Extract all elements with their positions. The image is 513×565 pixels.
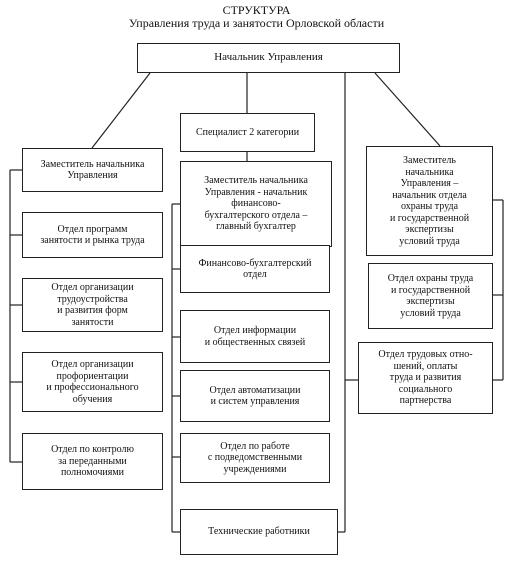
box-label: Отдел охраны труда и государственной экс… [387,273,474,319]
left-box-delegated-powers: Отдел по контролю за переданными полномо… [22,433,163,490]
center-box-finance-department: Финансово-бухгалтерский отдел [180,245,330,293]
diagram-subtitle: Управления труда и занятости Орловской о… [128,16,385,30]
box-label: Отдел трудовых отно- шений, оплаты труда… [378,349,473,407]
box-label: Отдел по контролю за переданными полномо… [51,444,134,479]
center-box-information-department: Отдел информации и общественных связей [180,310,330,363]
diagram-title: СТРУКТУРА [222,3,291,17]
box-label: Специалист 2 категории [195,126,300,138]
right-box-labor-safety-department: Отдел охраны труда и государственной экс… [368,263,493,329]
right-box-labor-relations: Отдел трудовых отно- шений, оплаты труда… [358,342,493,414]
box-label: Отдел программ занятости и рынка труда [40,223,145,247]
box-label: Отдел организации профориентации и профе… [46,359,139,405]
center-box-specialist: Специалист 2 категории [180,113,315,152]
box-label: Отдел организации трудоустройства и разв… [51,282,134,328]
box-label: Технические работники [208,526,310,538]
left-box-deputy: Заместитель начальника Управления [22,148,163,192]
box-label: Отдел по работе с подведомственными учре… [207,440,303,475]
box-label: Отдел автоматизации и систем управления [209,384,301,408]
center-box-subordinate-institutions: Отдел по работе с подведомственными учре… [180,433,330,483]
box-label: Финансово-бухгалтерский отдел [198,257,312,281]
center-box-chief-accountant: Заместитель начальника Управления - нача… [180,161,332,247]
box-label: Заместитель начальника Управления – нача… [389,155,470,247]
box-label: Отдел информации и общественных связей [204,325,306,348]
left-box-employment-programs: Отдел программ занятости и рынка труда [22,212,163,258]
center-box-automation-department: Отдел автоматизации и систем управления [180,370,330,422]
left-box-career-guidance: Отдел организации профориентации и профе… [22,352,163,412]
box-label: Заместитель начальника Управления - нача… [204,175,308,233]
head-label: Начальник Управления [214,51,323,64]
head-box: Начальник Управления [137,43,400,73]
center-box-technical-staff: Технические работники [180,509,338,555]
right-box-deputy-labor-safety: Заместитель начальника Управления – нача… [366,146,493,256]
left-box-job-placement: Отдел организации трудоустройства и разв… [22,278,163,332]
box-label: Заместитель начальника Управления [40,158,145,182]
